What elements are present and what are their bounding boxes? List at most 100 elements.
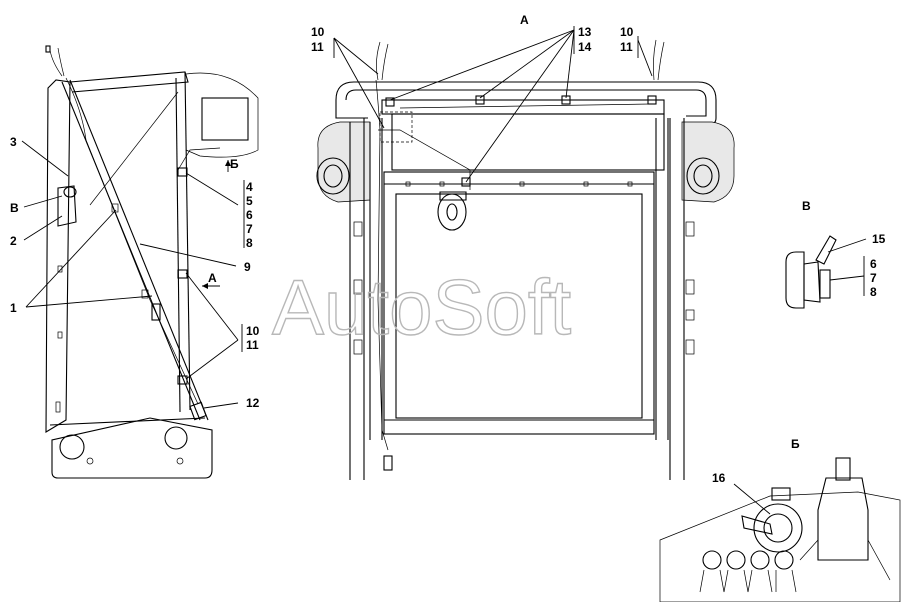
- right-lamp-inner: [693, 164, 713, 188]
- front-connector: [383, 455, 393, 471]
- detail-v: [785, 235, 867, 309]
- diagonal-tube: [61, 81, 201, 421]
- right-housing: [681, 121, 735, 203]
- labels: А В Б Б А 3 В 2 1 4 5 6 7 8 9 10 11 12 1…: [10, 13, 886, 485]
- switch-knob: [835, 457, 851, 481]
- callout-15: 15: [872, 232, 886, 246]
- right-lamp: [686, 157, 720, 195]
- view-title-v: В: [802, 199, 811, 213]
- right-inner-post: [655, 118, 669, 440]
- callout-v8: 8: [870, 285, 877, 299]
- view-title-a: А: [520, 13, 529, 27]
- window-frame: [383, 171, 655, 435]
- toggle-body: [753, 503, 803, 553]
- callout-4: 4: [246, 180, 253, 194]
- top-bracket: [771, 487, 791, 501]
- bottom-bar: [49, 417, 206, 426]
- clamp: [647, 95, 657, 105]
- callout-b10: 10: [620, 25, 634, 39]
- side-view-leaders: [21, 140, 245, 409]
- back-frame-inner: [175, 77, 181, 413]
- callout-9: 9: [244, 260, 251, 274]
- upper-panel: [391, 113, 665, 171]
- switch-wires: [799, 539, 891, 581]
- plate-hole-left: [59, 434, 85, 460]
- device-neck: [803, 261, 821, 303]
- connector-1: [151, 303, 161, 321]
- callout-v7: 7: [870, 271, 877, 285]
- left-lamp: [316, 157, 350, 195]
- callout-11: 11: [246, 338, 259, 352]
- fastener: [57, 265, 63, 273]
- top-wires: [49, 47, 65, 77]
- front-top-wires-left: [376, 41, 389, 81]
- front-view-a: [316, 39, 735, 480]
- toggle-lever: [741, 515, 773, 535]
- front-harness: [375, 79, 389, 451]
- connector-12: [189, 401, 207, 421]
- junction-box: [379, 111, 413, 143]
- top-rail: [69, 71, 189, 93]
- top-loop: [335, 81, 717, 125]
- callout-v: В: [10, 201, 19, 215]
- beacon-lamp-inner: [446, 203, 458, 221]
- view-title-b: Б: [791, 437, 800, 451]
- callout-16: 16: [712, 471, 726, 485]
- beacon-lamp: [437, 193, 467, 231]
- clamp: [461, 177, 471, 187]
- device-b: [57, 185, 77, 227]
- side-tabs: [353, 221, 695, 355]
- plate-bolt: [86, 457, 94, 465]
- right-post: [669, 118, 685, 480]
- clamp: [141, 289, 149, 299]
- watermark: AutoSoft: [272, 263, 572, 351]
- callout-2: 2: [10, 234, 17, 248]
- callout-a14: 14: [578, 40, 592, 54]
- switch-housing: [817, 477, 869, 561]
- mounting-plate: [51, 417, 213, 479]
- front-top-wires-right: [652, 39, 665, 81]
- front-view-leaders: [333, 26, 653, 183]
- callout-8: 8: [246, 236, 253, 250]
- vertical-post: [45, 79, 71, 433]
- clamp: [111, 203, 119, 213]
- callout-a13: 13: [578, 25, 592, 39]
- device-b-cap: [63, 186, 77, 198]
- callout-v6: 6: [870, 257, 877, 271]
- detail-b: [659, 457, 901, 602]
- device-nut: [819, 269, 831, 299]
- left-post: [349, 118, 365, 480]
- callout-10: 10: [246, 324, 260, 338]
- back-frame: [184, 71, 191, 411]
- device-cable: [815, 235, 837, 265]
- side-view: [45, 45, 259, 479]
- fastener: [55, 401, 61, 413]
- callout-a10: 10: [311, 25, 325, 39]
- clamp: [475, 95, 485, 105]
- callout-12: 12: [246, 396, 260, 410]
- arrow-marker-a: А: [208, 271, 217, 285]
- control-box: [201, 97, 249, 141]
- arrow-marker-b: Б: [230, 157, 239, 171]
- callout-b11: 11: [620, 40, 633, 54]
- clamp: [385, 97, 395, 107]
- cable-route: [177, 147, 221, 171]
- fixing-marks: [405, 181, 633, 187]
- wire-end: [45, 45, 51, 53]
- panel-outline: [659, 491, 901, 602]
- left-inner-post: [369, 118, 383, 440]
- callout-a11: 11: [311, 40, 324, 54]
- beacon-base: [439, 191, 467, 201]
- top-loop-inner: [345, 89, 707, 117]
- brace: [89, 91, 179, 206]
- left-housing: [317, 121, 371, 203]
- device-body: [785, 251, 805, 309]
- window-glass: [395, 193, 643, 419]
- callout-7: 7: [246, 222, 253, 236]
- harness-cable: [65, 77, 199, 405]
- callout-1: 1: [10, 301, 17, 315]
- bracket: [177, 269, 188, 279]
- callout-6: 6: [246, 208, 253, 222]
- loop-left-end: [335, 100, 368, 119]
